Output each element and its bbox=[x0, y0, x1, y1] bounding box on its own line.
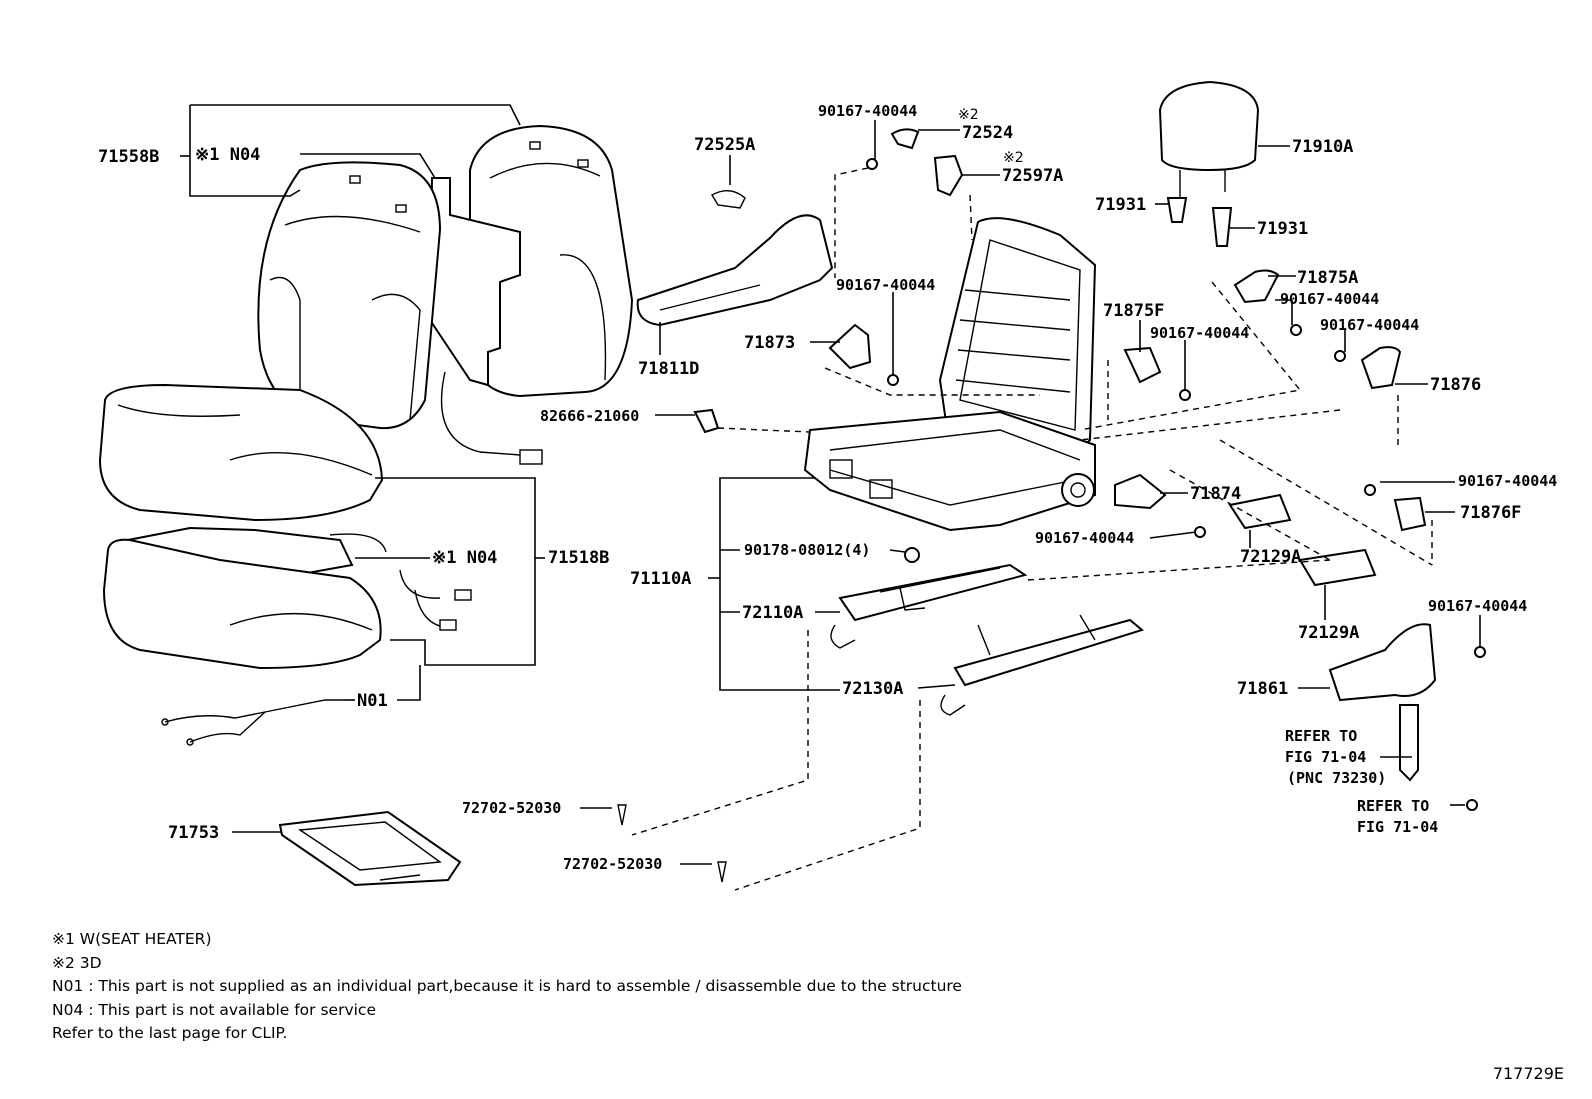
label-72524: 72524 bbox=[962, 123, 1013, 143]
label-90167-top: 90167-40044 bbox=[818, 102, 917, 120]
label-90167-f: 90167-40044 bbox=[1458, 472, 1557, 490]
label-72129A-b: 72129A bbox=[1298, 623, 1359, 643]
leader-lines bbox=[180, 104, 1481, 891]
note-N01: N01 : This part is not supplied as an in… bbox=[52, 977, 962, 995]
label-71861: 71861 bbox=[1237, 679, 1288, 699]
label-refer1-a: REFER TO bbox=[1285, 727, 1357, 745]
label-71811D: 71811D bbox=[638, 359, 699, 379]
label-72702-a: 72702-52030 bbox=[462, 799, 561, 817]
label-71875F: 71875F bbox=[1103, 301, 1164, 321]
label-90167-g: 90167-40044 bbox=[1035, 529, 1134, 547]
seat-back-cover-illustration bbox=[257, 124, 634, 465]
label-71874: 71874 bbox=[1190, 484, 1241, 504]
seat-wire-harness-illustration bbox=[161, 699, 345, 746]
label-72129A-a: 72129A bbox=[1240, 547, 1301, 567]
label-72702-b: 72702-52030 bbox=[563, 855, 662, 873]
label-90167-e: 90167-40044 bbox=[1320, 316, 1419, 334]
label-71753: 71753 bbox=[168, 823, 219, 843]
label-72130A: 72130A bbox=[842, 679, 903, 699]
note-clip: Refer to the last page for CLIP. bbox=[52, 1024, 288, 1042]
small-parts-illustration bbox=[617, 80, 1486, 883]
label-72597A: 72597A bbox=[1002, 166, 1063, 186]
label-71876F: 71876F bbox=[1460, 503, 1521, 523]
label-71876: 71876 bbox=[1430, 375, 1481, 395]
label-71931-left: 71931 bbox=[1095, 195, 1146, 215]
label-refer2-a: REFER TO bbox=[1357, 797, 1429, 815]
label-71518B: 71518B bbox=[548, 548, 609, 568]
label-71558B: 71558B bbox=[98, 147, 159, 167]
label-72524-mark: ※2 bbox=[958, 107, 979, 123]
seat-tray-illustration bbox=[278, 810, 462, 887]
seat-frame-illustration bbox=[803, 217, 1097, 532]
label-N01: N01 bbox=[357, 691, 388, 711]
seat-cushion-illustration bbox=[98, 383, 472, 670]
label-refer1-c: (PNC 73230) bbox=[1287, 769, 1386, 787]
legend-notes: ※1 W(SEAT HEATER) ※2 3D N01 : This part … bbox=[52, 928, 962, 1046]
label-refer2-b: FIG 71-04 bbox=[1357, 818, 1438, 836]
seat-track-illustration bbox=[830, 563, 1145, 716]
diagram-code: 717729E bbox=[1492, 1064, 1564, 1083]
label-72597A-mark: ※2 bbox=[1003, 150, 1024, 166]
label-71875A: 71875A bbox=[1297, 268, 1358, 288]
note-2: ※2 3D bbox=[52, 953, 102, 972]
label-71931-right: 71931 bbox=[1257, 219, 1308, 239]
label-72525A: 72525A bbox=[694, 135, 755, 155]
note-N04: N04 : This part is not available for ser… bbox=[52, 1000, 376, 1019]
label-82666-21060: 82666-21060 bbox=[540, 407, 639, 425]
label-90178: 90178-08012(4) bbox=[744, 541, 870, 559]
label-72110A: 72110A bbox=[742, 603, 803, 623]
note-1: ※1 W(SEAT HEATER) bbox=[52, 930, 212, 948]
label-90167-h: 90167-40044 bbox=[1428, 597, 1527, 615]
label-71558B-note: ※1 N04 bbox=[195, 145, 260, 165]
label-refer1-b: FIG 71-04 bbox=[1285, 748, 1366, 766]
back-board-illustration bbox=[636, 190, 834, 327]
label-71910A: 71910A bbox=[1292, 137, 1353, 157]
label-71110A: 71110A bbox=[630, 569, 691, 589]
part-labels: 71558B ※1 N04 ※1 N04 71518B N01 71753 72… bbox=[98, 102, 1557, 873]
label-90167-c: 90167-40044 bbox=[1280, 290, 1379, 308]
label-71518B-note: ※1 N04 bbox=[432, 548, 497, 568]
label-90167-d: 90167-40044 bbox=[1150, 324, 1249, 342]
label-71873: 71873 bbox=[744, 333, 795, 353]
label-90167-mid: 90167-40044 bbox=[836, 276, 935, 294]
